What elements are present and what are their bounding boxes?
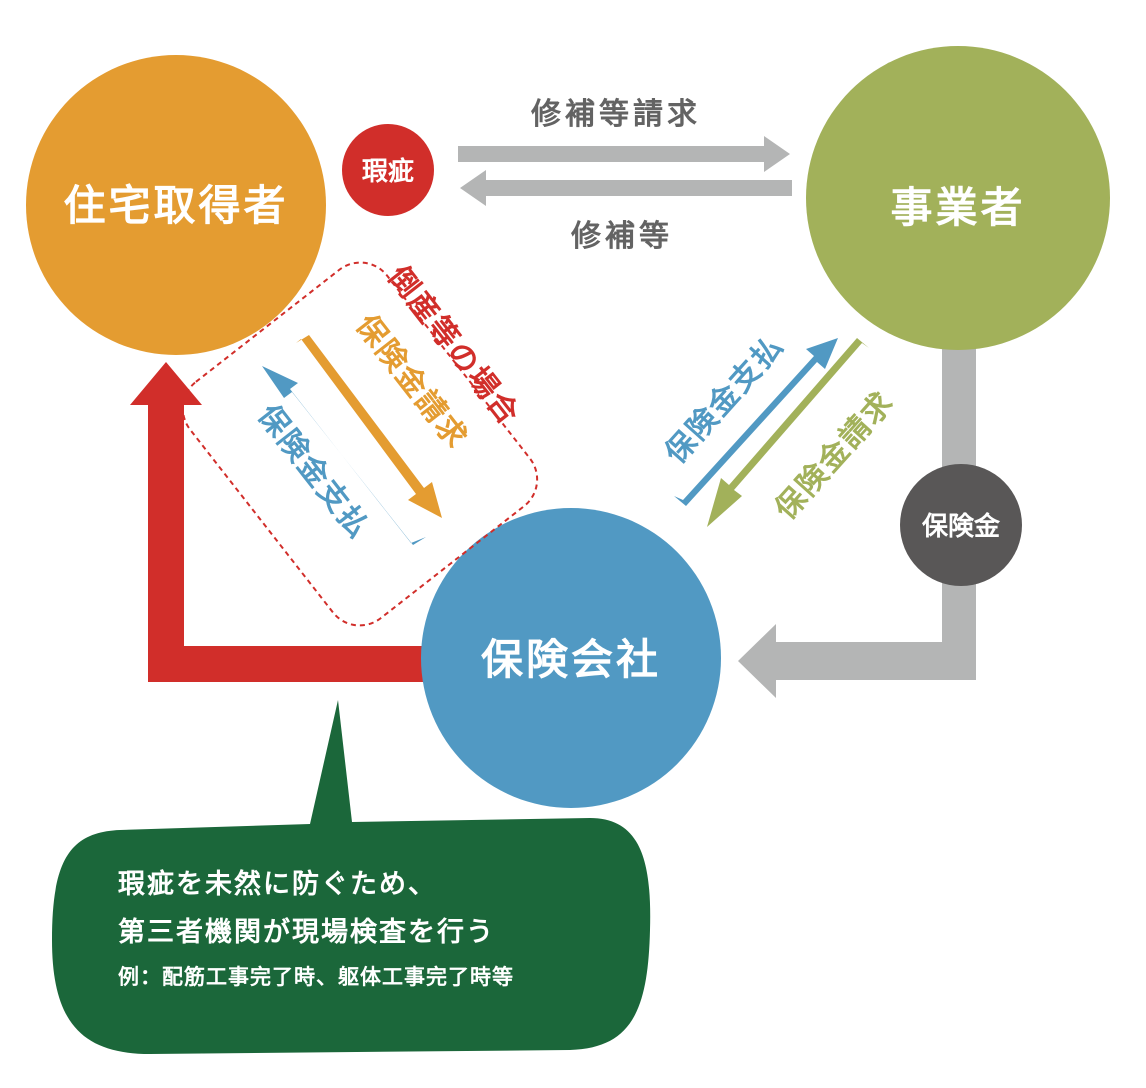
insurer-label: 保険会社 (481, 635, 661, 684)
business-claim-arrow (707, 338, 869, 527)
insurance-money-badge (900, 464, 1022, 586)
defect-badge-label: 瑕疵 (362, 156, 414, 187)
business-payment-arrow (674, 338, 838, 506)
business-label: 事業者 (890, 183, 1025, 232)
homebuyer-payment-label: 保険金支払 (250, 398, 376, 546)
business-node (806, 46, 1110, 350)
homebuyer-claim-arrow (296, 335, 442, 518)
repair-request-arrow (458, 136, 790, 172)
homebuyer-node (26, 55, 326, 355)
inspection-note-bubble (52, 700, 651, 1054)
homebuyer-payment-arrow (262, 366, 426, 545)
business-payment-label: 保険金支払 (658, 328, 791, 470)
insurer-node (421, 508, 721, 808)
business-claim-label: 保険金請求 (768, 384, 901, 526)
bankruptcy-dashed-box (181, 261, 539, 627)
defect-badge (342, 124, 434, 216)
inspection-note-line1: 瑕疵を未然に防ぐため、 (118, 868, 437, 900)
insurance-money-arrow (738, 330, 976, 698)
repair-label: 修補等 (570, 219, 673, 254)
repair-request-label: 修補等請求 (530, 97, 701, 132)
insurance-money-badge-label: 保険金 (921, 511, 1001, 542)
homebuyer-label: 住宅取得者 (63, 181, 288, 230)
repair-arrow (460, 170, 792, 206)
inspection-note-line3: 例：配筋工事完了時、躯体工事完了時等 (118, 965, 514, 989)
inspection-note-line2: 第三者機関が現場検査を行う (118, 916, 495, 948)
bankruptcy-payment-arrow (130, 362, 440, 682)
